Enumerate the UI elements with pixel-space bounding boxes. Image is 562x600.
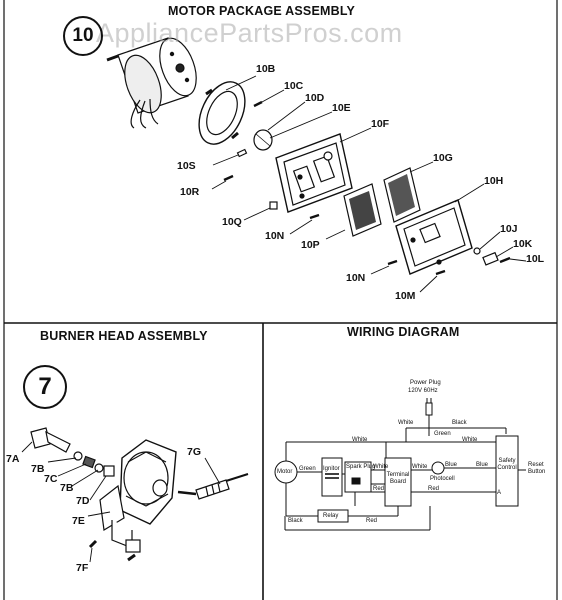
power-plug-symbol [425,398,433,428]
wire-label-blue-photo: Blue [445,462,458,468]
motor-package-drawing [106,37,527,293]
part-10C-screw [253,100,263,108]
wire-label-red-mid: Red [373,486,385,492]
label-10F: 10F [371,118,390,130]
label-10K: 10K [513,238,533,250]
wire-label-black-bottom: Black [288,518,303,524]
wiring-diagram-title: WIRING DIAGRAM [347,325,460,339]
label-10H: 10H [484,175,504,187]
label-7F: 7F [76,562,89,574]
wire-label-blue-right: Blue [476,462,489,468]
label-7D: 7D [76,495,90,507]
wire-label-red-bottom: Red [366,518,378,524]
wire-label-black-top: Black [452,420,467,426]
wire-label-red-lower: Red [428,486,440,492]
wire-label-white-mid: White [373,464,389,470]
label-10R: 10R [180,186,200,198]
label-10N-lower: 10N [346,272,366,284]
part-10B-ring [198,81,246,145]
label-10L: 10L [526,253,545,265]
wire-label-green-top: Green [434,431,451,437]
safety-control-box [495,435,519,507]
label-10M: 10M [395,290,416,302]
label-7B-upper: 7B [31,463,45,475]
label-10P: 10P [301,239,320,251]
burner-head-body [99,439,177,553]
part-7B-washer-b [94,463,104,473]
label-10D: 10D [305,92,325,104]
ignitor-box [321,457,343,497]
motor-package-title: MOTOR PACKAGE ASSEMBLY [168,4,356,18]
label-7E: 7E [72,515,85,527]
label-7A: 7A [6,453,20,465]
part-10S-pin [236,148,248,158]
wiring-drawing [274,398,526,531]
part-10R-screw [223,174,234,182]
part-10G-filter [343,167,421,237]
burner-head-number-badge: 7 [23,365,67,409]
part-7C-fitting [82,455,96,469]
wire-label-white-right: White [462,437,478,443]
photocell-symbol [431,461,445,475]
part-7F-screw-b [127,553,136,562]
motor-package-number-badge: 10 [63,16,103,56]
label-10N-upper: 10N [265,230,285,242]
wire-label-white-left: White [352,437,368,443]
wire-label-relay: Relay [323,513,339,519]
label-10S: 10S [177,160,196,172]
terminal-board-box [384,457,412,507]
label-10B: 10B [256,63,276,75]
part-10N-screw-upper [309,213,320,220]
part-10F-housing [275,133,353,213]
burner-head-drawing [21,427,249,563]
wire-label-terminal-board: Terminal Board [386,472,410,485]
part-10L-screw [499,256,511,264]
part-7F-screw-a [88,539,98,549]
motor-leader-lines [211,75,527,293]
part-10Q-pin [269,201,278,210]
burner-leader-lines [21,441,221,563]
part-10N-screw-lower [387,259,398,266]
part-7G-electrode [177,473,249,500]
motor-10A [106,37,197,129]
wire-label-motor: Motor [277,469,293,475]
part-7A-nozzle [30,427,71,453]
label-7B-lower: 7B [60,482,74,494]
wire-label-power-rating: 120V 60Hz [408,388,438,394]
label-10C: 10C [284,80,304,92]
label-7G: 7G [187,446,202,458]
label-10E: 10E [332,102,351,114]
part-7D-nut [103,465,115,477]
wire-label-photocell: Photocell [430,476,455,482]
spark-plug-box [344,461,372,493]
wire-label-green-mid: Green [299,466,316,472]
wire-label-ignitor: Ignitor [323,466,340,472]
wire-label-white-top: White [398,420,414,426]
label-10G: 10G [433,152,453,164]
part-10J-washer [473,247,481,255]
part-10M-screw [435,269,446,276]
part-10K-knob [482,251,499,266]
label-10Q: 10Q [222,216,242,228]
part-7B-washer-a [73,451,83,461]
part-10H-cover [395,199,473,275]
relay-box [317,509,349,523]
wire-label-a-terminal: A [497,490,502,496]
wire-label-white-photo: White [412,464,428,470]
burner-head-title: BURNER HEAD ASSEMBLY [40,329,208,343]
section-frame [3,0,558,600]
label-10J: 10J [500,223,518,235]
label-7C: 7C [44,473,58,485]
wire-label-reset-button: Reset Button [528,462,546,475]
wire-label-power-plug: Power Plug [410,380,441,386]
wire-label-safety-control: Safety Control [497,458,517,471]
wire-label-spark-plug: Spark Plug [346,464,376,470]
